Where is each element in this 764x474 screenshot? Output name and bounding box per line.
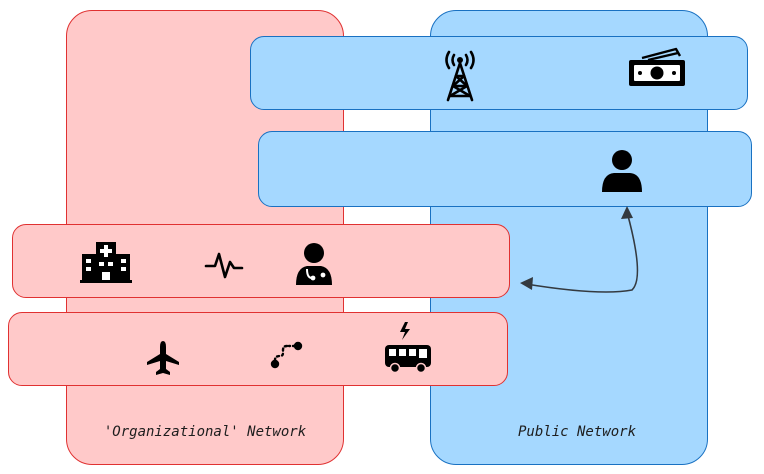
public-row-user	[258, 131, 752, 207]
money-icon	[626, 46, 688, 88]
doctor-icon	[296, 242, 338, 286]
user-icon	[600, 148, 644, 194]
radio-tower-icon	[440, 46, 480, 102]
hospital-icon	[80, 238, 132, 284]
heartbeat-icon	[204, 250, 244, 280]
org-network-label: 'Organizational' Network	[103, 424, 307, 440]
public-network-label: Public Network	[517, 424, 637, 440]
route-icon	[270, 340, 304, 370]
electric-bus-icon	[383, 321, 433, 375]
airplane-icon	[145, 340, 181, 376]
